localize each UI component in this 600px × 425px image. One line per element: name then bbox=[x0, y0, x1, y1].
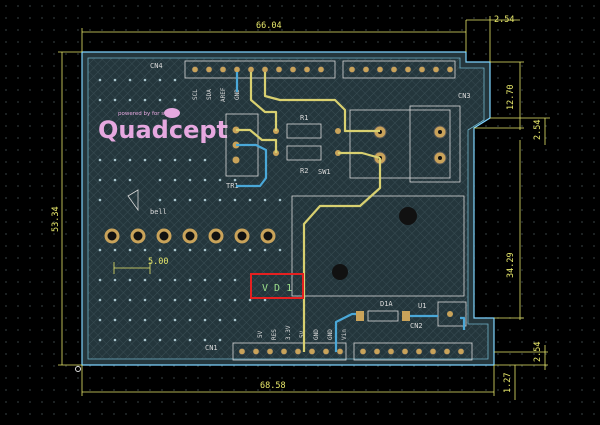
dim-bottom-right: 1.27 bbox=[503, 373, 513, 393]
bell-label: bell bbox=[150, 208, 167, 216]
cn1-pin-res: RES bbox=[271, 329, 278, 340]
connector-cn1[interactable]: CN1 5V RES 3.3V 5V GND GND Vin bbox=[205, 325, 348, 361]
u1-label: U1 bbox=[418, 302, 426, 310]
cn1-pin-vin: Vin bbox=[341, 329, 348, 340]
bell-icon bbox=[127, 189, 139, 212]
r1-label: R1 bbox=[300, 114, 308, 122]
cn1-pin-3v3: 3.3V bbox=[285, 325, 292, 340]
traces-bottom bbox=[235, 72, 466, 352]
logo-small-text: powered by for s and bbox=[118, 111, 176, 117]
connector-cn4[interactable]: CN4 SCL SDA AREF GND bbox=[150, 60, 336, 102]
dim-top-width: 66.04 bbox=[256, 21, 282, 31]
buzzer-bell[interactable]: bell bbox=[127, 189, 465, 297]
dim-right-lower: 34.29 bbox=[506, 252, 516, 278]
dim-bottom-width: 68.58 bbox=[260, 381, 286, 391]
tr1-label: TR1 bbox=[226, 182, 239, 190]
cn4-pin-sda: SDA bbox=[206, 89, 213, 100]
cn3-label: CN3 bbox=[458, 92, 471, 100]
dim-right-bottom: 2.54 bbox=[533, 342, 543, 362]
ic-u1[interactable]: U1 bbox=[418, 301, 467, 327]
board[interactable] bbox=[81, 51, 495, 366]
dim-left-height: 53.34 bbox=[51, 206, 61, 232]
dim-right-small: 2.54 bbox=[533, 120, 543, 140]
sw1-label: SW1 bbox=[318, 168, 331, 176]
resistor-r2[interactable]: R2 bbox=[273, 145, 341, 175]
pour-outline bbox=[87, 57, 489, 360]
connector-cn3[interactable]: CN3 bbox=[342, 60, 471, 100]
diode-d1a[interactable]: D1A bbox=[356, 300, 410, 322]
cn4-pin-gnd: GND bbox=[234, 89, 241, 100]
cn1-pin-5v: 5V bbox=[257, 330, 264, 338]
selection-highlight[interactable]: V D 1 bbox=[250, 273, 304, 299]
dim-pitch: 5.00 bbox=[148, 257, 168, 267]
d1a-label: D1A bbox=[380, 300, 393, 308]
dim-right-upper: 12.70 bbox=[506, 84, 516, 110]
highlight-label: V D 1 bbox=[262, 283, 292, 294]
cn2-label: CN2 bbox=[410, 322, 423, 330]
dim-top-right: 2.54 bbox=[494, 15, 514, 25]
origin-marker bbox=[75, 366, 81, 372]
connector-cn2[interactable]: CN2 bbox=[353, 322, 473, 361]
via-grid bbox=[98, 78, 282, 342]
quadcept-logo: Quadcept powered by for s and bbox=[98, 108, 228, 144]
cn1-pin-gnd: GND bbox=[313, 329, 320, 340]
cn4-pin-aref: AREF bbox=[220, 87, 227, 102]
cn1-pin-gnd-2: GND bbox=[327, 329, 334, 340]
logo-cloud-icon bbox=[164, 108, 180, 118]
cn1-label: CN1 bbox=[205, 344, 218, 352]
cn1-pin-5v-2: 5V bbox=[299, 330, 306, 338]
hole-row[interactable] bbox=[104, 228, 276, 244]
copper-pour-bottom bbox=[88, 58, 488, 359]
logo-text: Quadcept bbox=[98, 116, 228, 144]
cn4-label: CN4 bbox=[150, 62, 163, 70]
dimensions bbox=[58, 16, 550, 400]
r2-label: R2 bbox=[300, 167, 308, 175]
traces-top bbox=[236, 72, 382, 352]
cn4-pin-scl: SCL bbox=[192, 89, 199, 100]
